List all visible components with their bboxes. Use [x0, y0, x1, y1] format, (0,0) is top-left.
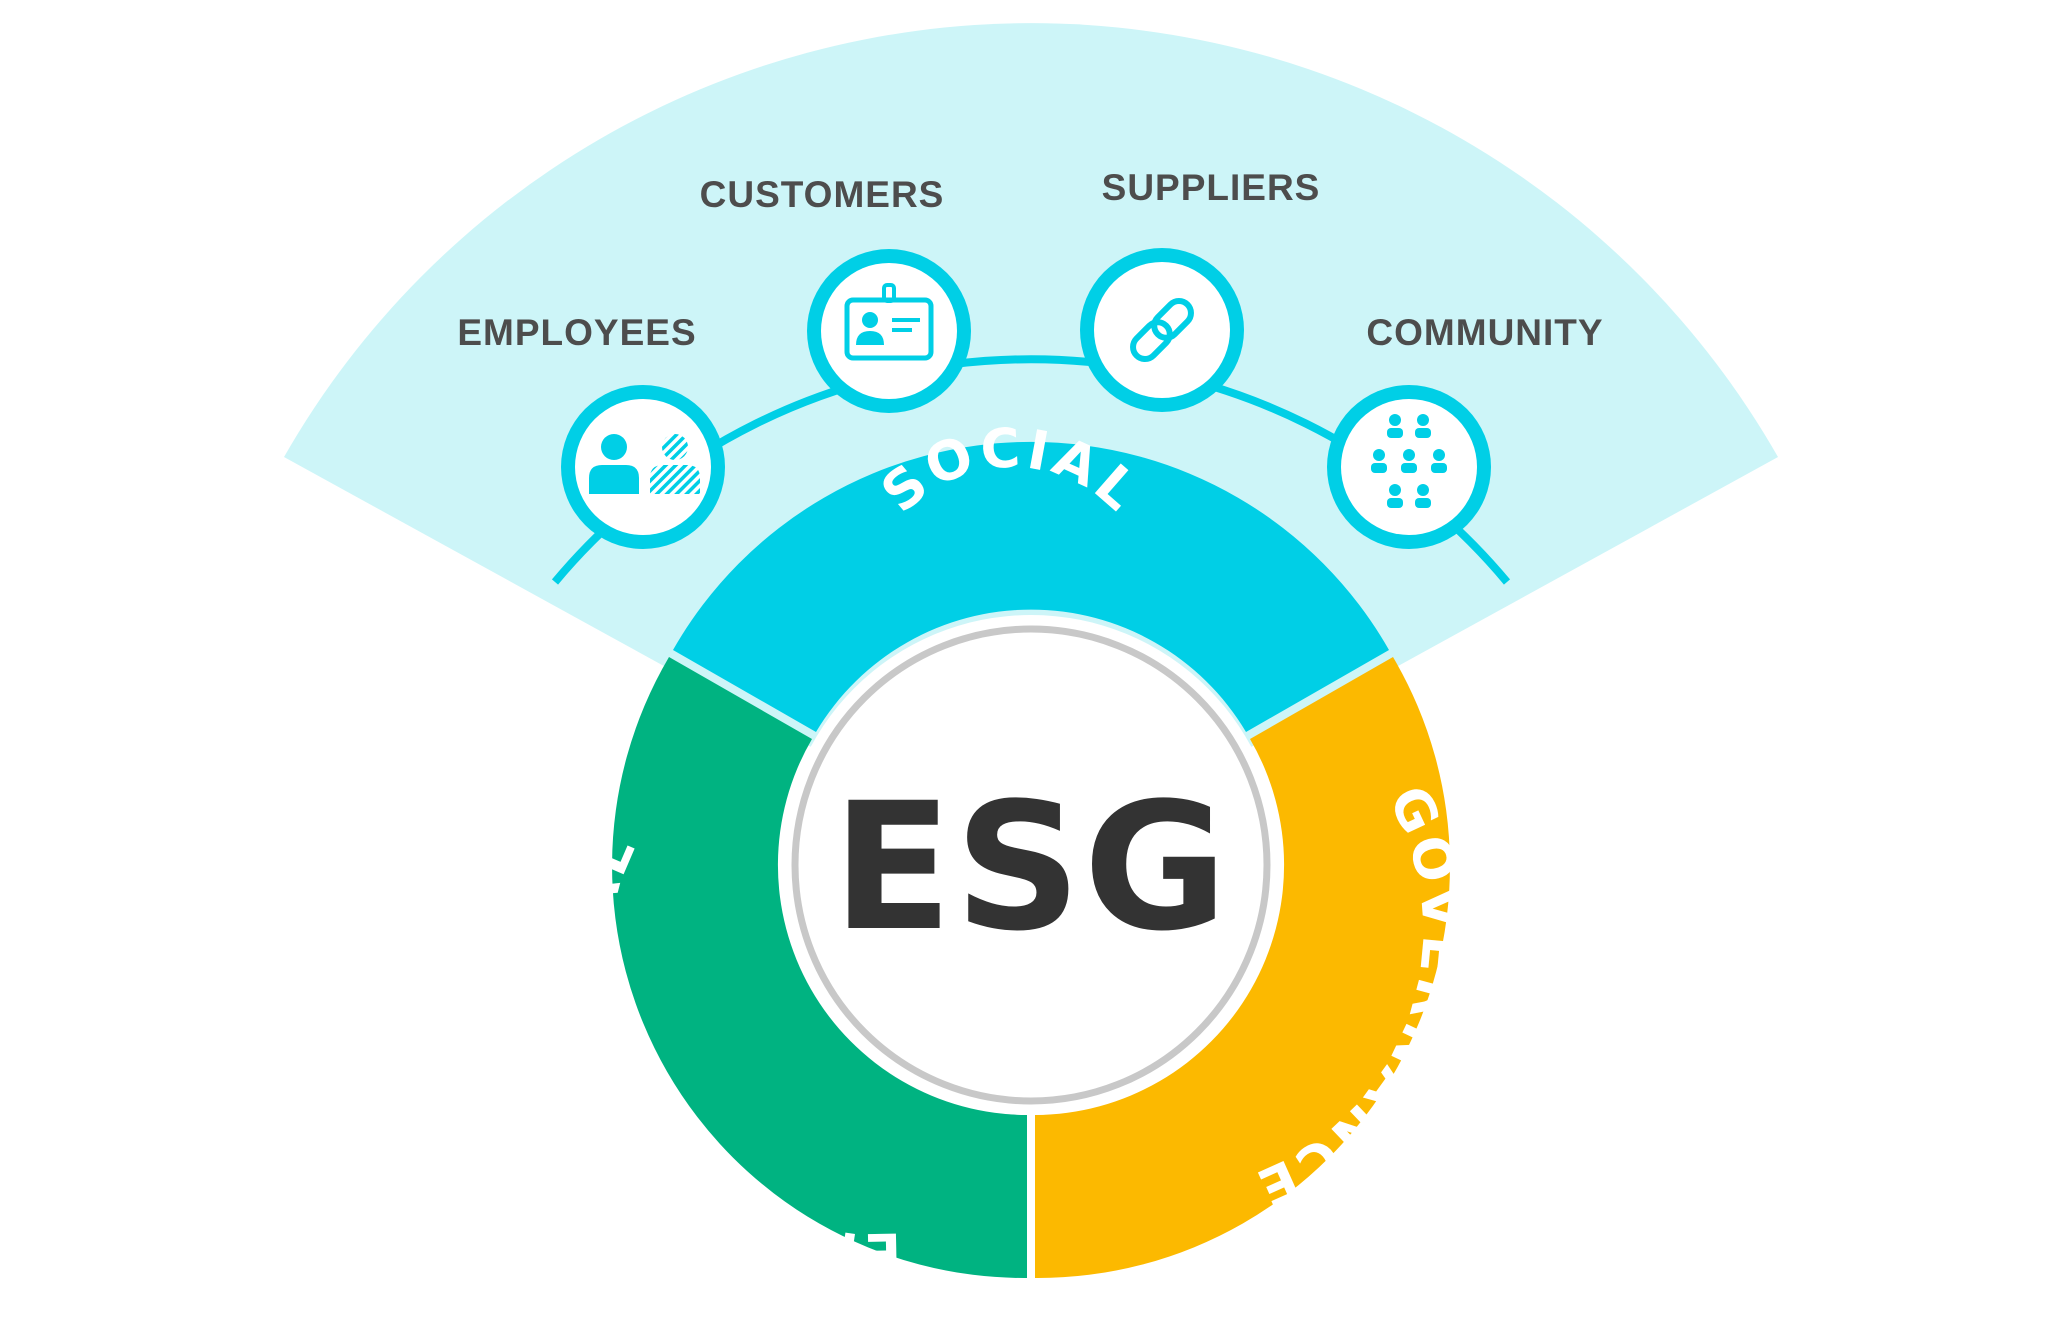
segment-governance — [1035, 657, 1450, 1279]
stakeholder-label-customers: CUSTOMERS — [700, 174, 945, 215]
center-title: ESG — [832, 765, 1229, 970]
id-badge-icon — [844, 283, 934, 361]
segment-environmental — [612, 657, 1027, 1279]
stakeholder-customers: CUSTOMERS — [700, 174, 971, 413]
center-inner-ring — [791, 625, 1271, 1105]
stakeholder-label-community: COMMUNITY — [1366, 312, 1603, 353]
segment-social — [673, 441, 1389, 732]
stakeholder-label-employees: EMPLOYEES — [457, 312, 696, 353]
crowd-icon — [1371, 414, 1447, 508]
stakeholder-label-suppliers: SUPPLIERS — [1102, 167, 1321, 208]
stakeholder-community: COMMUNITY — [1327, 312, 1603, 549]
stakeholder-suppliers: SUPPLIERS — [1080, 167, 1321, 412]
stakeholder-employees: EMPLOYEES — [457, 312, 725, 549]
people-icon — [589, 434, 700, 494]
chain-link-icon — [1130, 298, 1194, 362]
center-circle — [781, 615, 1281, 1115]
